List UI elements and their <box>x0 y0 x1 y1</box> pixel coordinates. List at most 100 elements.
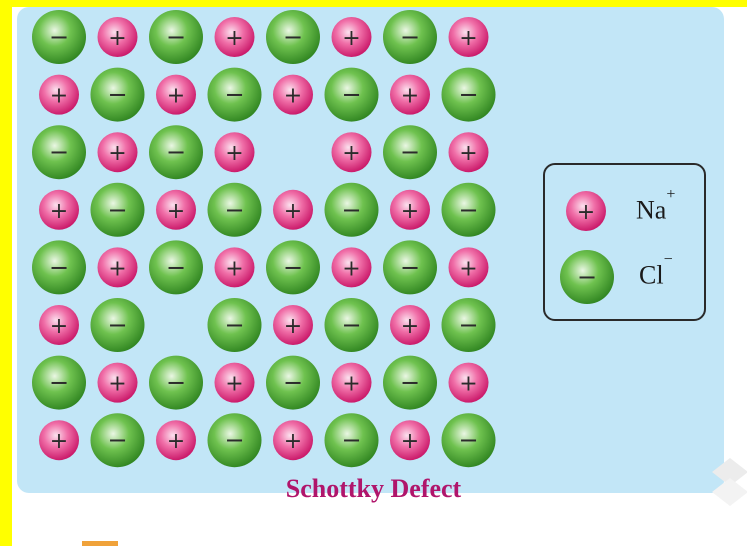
anion-sphere <box>207 413 262 468</box>
cl-ion: − <box>266 10 320 64</box>
legend-label-cl: Cl− <box>639 252 673 290</box>
na-ion: + <box>97 247 138 288</box>
anion-sphere <box>149 10 203 64</box>
cation-sphere <box>273 420 313 461</box>
anion-sphere <box>32 125 86 180</box>
na-ion: + <box>390 420 430 461</box>
anion-sphere <box>90 182 145 237</box>
cl-ion: − <box>207 67 262 122</box>
cl-ion: − <box>90 67 145 122</box>
na-ion: + <box>156 420 196 461</box>
anion-sphere <box>383 125 437 180</box>
cl-ion: − <box>324 413 379 468</box>
anion-sign: − <box>283 253 303 281</box>
cation-sign: + <box>225 141 243 166</box>
orange-mark <box>82 541 118 546</box>
cation-sign: + <box>284 314 302 339</box>
anion-sphere <box>560 250 614 304</box>
na-ion: + <box>39 305 79 345</box>
cation-sphere <box>273 189 313 230</box>
anion-sign: − <box>283 369 303 397</box>
cation-sign: + <box>50 84 68 109</box>
yellow-frame-top <box>0 0 747 7</box>
cation-sign: + <box>459 256 477 281</box>
cl-ion: − <box>383 10 437 64</box>
anion-sign: − <box>458 311 478 339</box>
cl-ion: − <box>383 240 437 295</box>
cl-ion: − <box>266 240 320 295</box>
anion-sign: − <box>49 138 69 166</box>
yellow-frame-left <box>0 0 12 546</box>
anion-sphere <box>441 413 496 468</box>
cl-ion: − <box>149 10 203 64</box>
anion-sign: − <box>458 196 478 224</box>
cl-ion: − <box>32 10 86 64</box>
anion-sign: − <box>400 23 420 51</box>
na-ion: + <box>214 247 255 288</box>
anion-sphere <box>441 298 496 352</box>
anion-sphere <box>383 10 437 64</box>
cation-sphere <box>448 132 489 173</box>
legend-na-sphere: + <box>566 191 606 231</box>
cation-sign: + <box>401 84 419 109</box>
cl-ion: − <box>266 355 320 410</box>
anion-sphere <box>383 240 437 295</box>
anion-sphere <box>266 355 320 410</box>
watermark-diamond-icon <box>712 458 747 506</box>
legend-label-na: Na+ <box>636 187 675 225</box>
cl-ion: − <box>324 298 379 352</box>
anion-sign: − <box>224 81 244 109</box>
cation-sign: + <box>225 372 243 397</box>
cation-sphere <box>273 305 313 345</box>
anion-sphere <box>266 240 320 295</box>
cl-ion: − <box>441 298 496 352</box>
cl-ion: − <box>32 125 86 180</box>
anion-sign: − <box>224 426 244 454</box>
anion-sign: − <box>400 253 420 281</box>
cl-ion: − <box>383 125 437 180</box>
anion-sphere <box>441 182 496 237</box>
anion-sphere <box>149 125 203 180</box>
anion-sign: − <box>341 196 361 224</box>
na-ion: + <box>390 189 430 230</box>
cl-ion: − <box>32 355 86 410</box>
cation-sign: + <box>342 141 360 166</box>
na-ion: + <box>39 420 79 461</box>
legend-na-text: Na <box>636 195 667 225</box>
cation-sphere <box>39 189 79 230</box>
cation-sign: + <box>342 372 360 397</box>
cl-ion: − <box>90 413 145 468</box>
na-ion: + <box>97 17 138 57</box>
cl-ion: − <box>324 182 379 237</box>
cation-sphere <box>156 74 196 115</box>
cation-sign: + <box>225 256 243 281</box>
anion-sign: − <box>577 263 597 291</box>
anion-sign: − <box>224 196 244 224</box>
cation-sphere <box>39 420 79 461</box>
cation-sign: + <box>167 84 185 109</box>
cation-sign: + <box>50 314 68 339</box>
anion-sign: − <box>166 369 186 397</box>
na-ion: + <box>448 17 489 57</box>
cation-sphere <box>390 420 430 461</box>
na-ion: + <box>273 74 313 115</box>
anion-sign: − <box>341 311 361 339</box>
cation-sign: + <box>50 429 68 454</box>
na-ion: + <box>214 17 255 57</box>
na-ion: + <box>97 132 138 173</box>
cation-sphere <box>97 362 138 403</box>
cation-sign: + <box>459 141 477 166</box>
cation-sphere <box>331 362 372 403</box>
cation-sphere <box>214 247 255 288</box>
cation-sign: + <box>167 429 185 454</box>
cation-sphere <box>448 362 489 403</box>
diagram-caption: Schottky Defect <box>285 474 462 503</box>
na-ion: + <box>97 362 138 403</box>
anion-sign: − <box>224 311 244 339</box>
cl-ion: − <box>90 298 145 352</box>
anion-sphere <box>324 67 379 122</box>
legend-cl-text: Cl <box>639 260 664 290</box>
anion-sign: − <box>458 81 478 109</box>
na-ion: + <box>39 74 79 115</box>
